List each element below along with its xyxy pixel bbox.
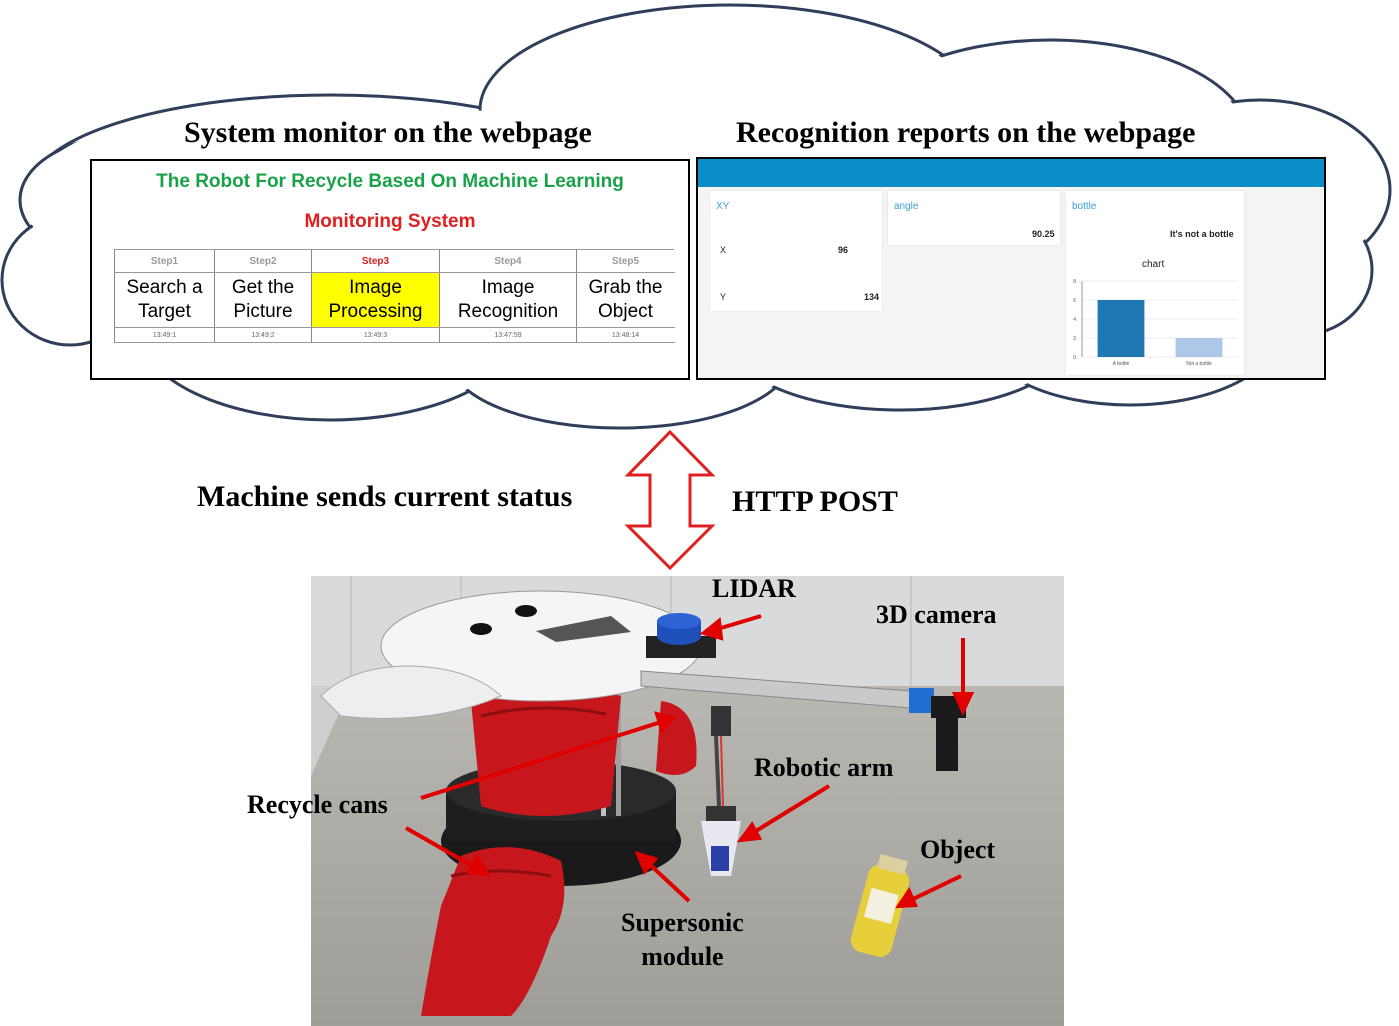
step2-line2: Picture [233,301,293,322]
step3-header: Step3 [311,249,440,273]
lidar-label: LIDAR [712,576,796,603]
chart-y-tick-label: 2 [1073,336,1076,342]
bottle-title: bottle [1072,201,1097,212]
report-header-bar [698,159,1324,187]
steps-table: Step1 Step2 Step3 Step4 Step5 Search a Ta… [114,249,675,343]
recycle-can [471,687,621,816]
supersonic-label-line2: module [641,942,724,971]
step5-line1: Grab the [588,277,663,298]
monitor-title: The Robot For Recycle Based On Machine L… [156,171,624,192]
step2-line1: Get the [231,277,295,298]
angle-title: angle [894,201,919,212]
x-value: 96 [838,245,849,255]
recognition-reports-heading: Recognition reports on the webpage [736,116,1196,149]
report-panel: XY X 96 Y 134 angle 90.25 bottle It's no… [696,157,1326,380]
step4-line1: Image [481,277,535,298]
monitor-panel: The Robot For Recycle Based On Machine L… [90,159,690,380]
http-post-text: HTTP POST [732,485,898,518]
step4-time: 13:47:59 [439,327,577,343]
3d-camera-label: 3D camera [876,600,997,629]
y-value: 134 [864,292,880,302]
double-arrow-shape [624,429,716,571]
supersonic-label-line1: Supersonic [621,908,744,937]
step5-line2: Object [598,301,653,322]
angle-card: angle 90.25 [888,191,1060,245]
chart-bar [1175,338,1223,357]
step1-cell: Search a Target [114,272,215,328]
chart-y-tick-label: 4 [1073,317,1076,323]
robotic-arm-label: Robotic arm [754,753,894,782]
step3-line1: Image [349,277,402,298]
bottle-status: It's not a bottle [1170,229,1234,239]
step1-line1: Search a [126,277,203,298]
step3-time: 13:49:3 [311,327,440,343]
step2-header: Step2 [214,249,312,273]
step3-line2: Processing [328,301,423,322]
x-label: X [720,245,727,255]
double-arrow [624,429,716,571]
object-label: Object [920,835,996,864]
step2-time: 13:49:2 [214,327,312,343]
step5-time: 13:48:14 [576,327,675,343]
chart-title: chart [1142,259,1165,270]
chart-x-tick-label: Not a bottle [1186,361,1212,367]
bottle-object [850,853,910,957]
step5-header: Step5 [576,249,675,273]
y-label: Y [720,292,727,302]
bottle-card: bottle It's not a bottle chart 0 2 4 6 8 A bo… [1066,191,1244,375]
step1-header: Step1 [114,249,215,273]
step1-time: 13:49:1 [114,327,215,343]
xy-title: XY [716,201,730,212]
angle-value: 90.25 [1032,229,1055,239]
step4-header: Step4 [439,249,577,273]
chart-bar [1097,300,1145,357]
system-monitor-heading: System monitor on the webpage [184,116,592,149]
step1-line2: Target [138,301,191,322]
chart-y-tick-label: 8 [1073,279,1076,285]
recycle-cans-label: Recycle cans [247,790,388,819]
chart-x-tick-label: A bottle [1113,361,1130,367]
supersonic-label: Supersonic module [621,906,744,974]
red-bag [421,847,565,1016]
machine-status-text: Machine sends current status [197,480,573,513]
chart-y-tick-label: 0 [1073,355,1076,361]
bottle-chart: 0 2 4 6 8 A bottle Not a bottle [1073,279,1238,367]
step4-line2: Recognition [457,301,559,322]
xy-card: XY X 96 Y 134 [710,191,882,311]
monitor-subtitle: Monitoring System [304,211,476,232]
robot-photo: LIDAR 3D camera Robotic arm Object Super… [311,576,1064,1026]
chart-y-tick-label: 6 [1073,298,1076,304]
